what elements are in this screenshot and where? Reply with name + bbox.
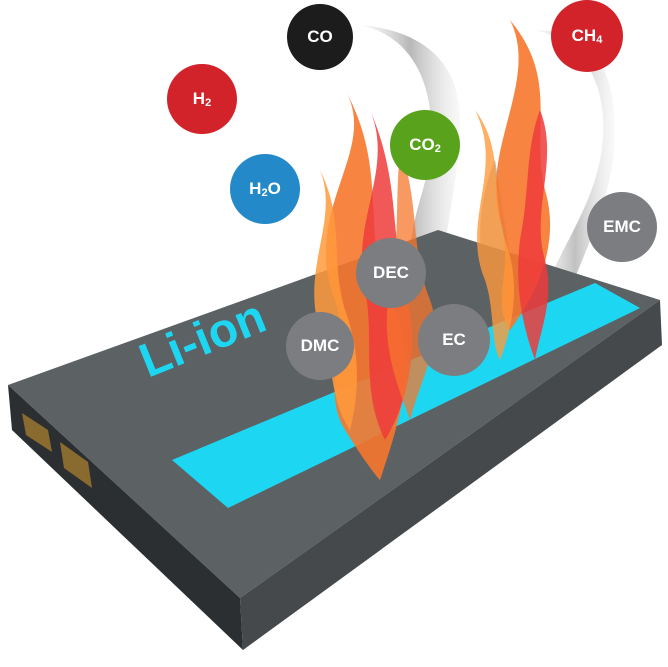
terminal-pad-2 [60, 442, 92, 488]
dec-label: DEC [373, 263, 409, 282]
ec-bubble: EC [418, 304, 490, 376]
h2-subscript: 2 [205, 97, 212, 109]
emc-bubble: EMC [587, 192, 657, 262]
co-bubble: CO [287, 4, 353, 70]
co-label: CO [307, 27, 333, 46]
h2-label: H [192, 89, 206, 108]
emc-label: EMC [603, 217, 641, 236]
dmc-bubble: DMC [286, 312, 354, 380]
terminal-pad-1 [22, 413, 52, 452]
dec-bubble: DEC [356, 238, 426, 308]
ch4-label: CH [571, 26, 597, 45]
h2o-tail: O [267, 179, 281, 198]
ec-label: EC [442, 330, 466, 349]
co2-subscript: 2 [434, 143, 441, 155]
h2o-label: H [249, 179, 262, 198]
ch4-subscript: 4 [596, 34, 603, 46]
h2o-subscript: 2 [261, 187, 268, 199]
co2-label: CO [409, 135, 435, 154]
dmc-label: DMC [300, 336, 340, 355]
